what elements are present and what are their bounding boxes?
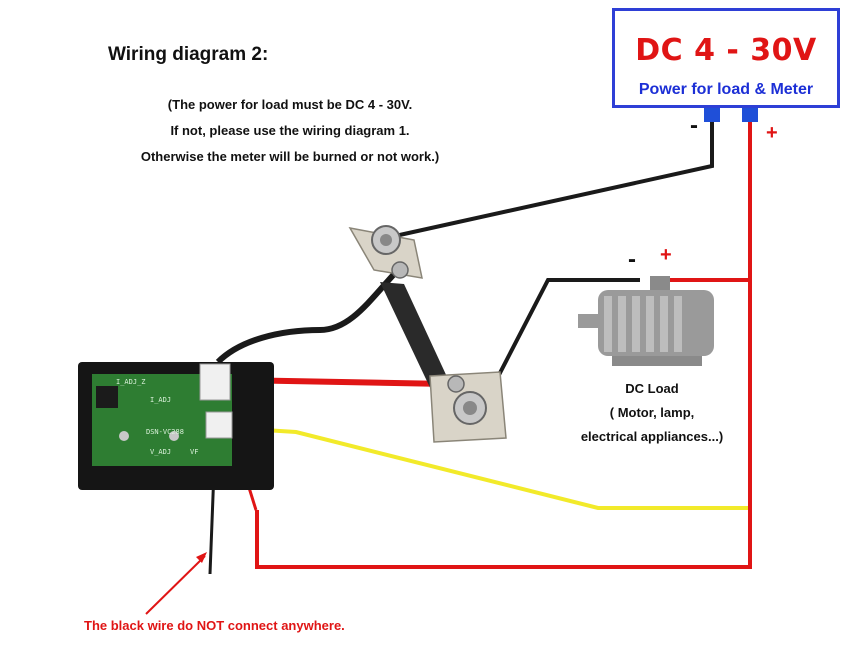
psu-voltage: DC 4 - 30V [635, 33, 817, 68]
load-negative-sign: - [628, 246, 636, 273]
meter-label-iadj: I_ADJ [150, 396, 172, 404]
load-label-line-3: electrical appliances...) [580, 429, 724, 444]
diagram-notes: (The power for load must be DC 4 - 30V. … [100, 92, 480, 170]
psu-subtitle: Power for load & Meter [638, 81, 814, 98]
psu-positive-sign: + [766, 122, 778, 144]
meter-label-vadj: V_ADJ [150, 448, 172, 456]
black-wire-load-negative [484, 278, 640, 401]
shunt-resistor [348, 225, 507, 443]
meter-label-vf: VF [190, 448, 199, 456]
meter-label-iadjz: I_ADJ_Z [116, 378, 146, 386]
voltmeter-ammeter [78, 362, 274, 490]
motor-icon [578, 276, 714, 366]
warning-arrow [145, 555, 206, 615]
load-label: DC Load ( Motor, lamp, electrical applia… [560, 377, 744, 449]
black-wire-psu-negative [385, 116, 714, 240]
warning-text: The black wire do NOT connect anywhere. [84, 618, 345, 633]
load-positive-sign: + [660, 244, 672, 266]
psu-negative-sign: - [690, 112, 698, 139]
black-wire-meter-shunt [215, 269, 399, 365]
note-line-1: (The power for load must be DC 4 - 30V. [167, 97, 413, 112]
meter-label-model: DSN-VC288 [146, 428, 184, 436]
diagram-title: Wiring diagram 2: [108, 44, 269, 65]
warning-arrowhead [196, 552, 207, 563]
note-line-3: Otherwise the meter will be burned or no… [140, 149, 440, 164]
power-supply-box: DC 4 - 30V Power for load & Meter [612, 8, 840, 108]
psu-positive-terminal [742, 108, 758, 122]
load-label-line-2: ( Motor, lamp, [609, 405, 695, 420]
note-line-2: If not, please use the wiring diagram 1. [170, 123, 410, 138]
red-wire-psu-positive [255, 116, 752, 569]
psu-negative-terminal [704, 108, 720, 122]
load-label-line-1: DC Load [625, 381, 679, 396]
